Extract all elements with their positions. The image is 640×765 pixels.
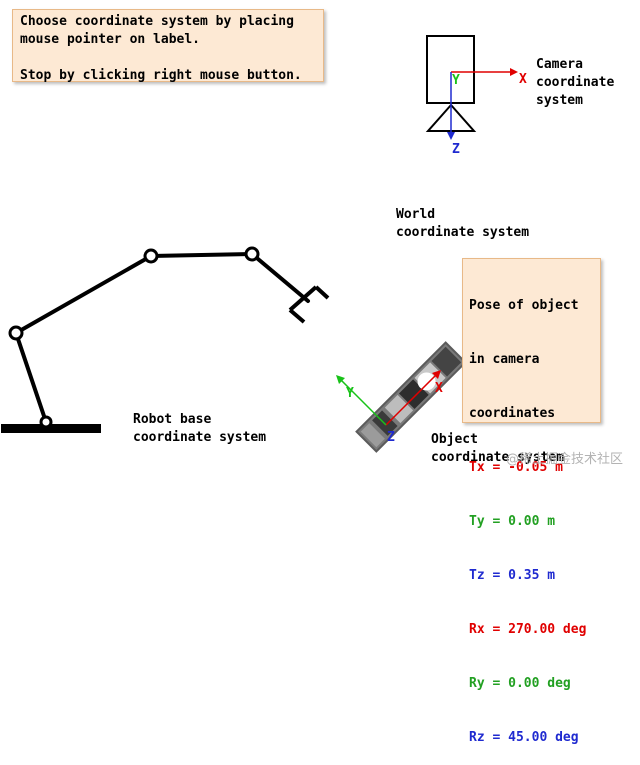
robot-arm: [14, 252, 310, 424]
camera-label-line-1: Camera: [536, 57, 583, 72]
pose-title-line-3: coordinates: [469, 406, 556, 421]
object-y-label: Y: [346, 386, 354, 401]
pose-rz: Rz = 45.00 deg: [469, 730, 579, 745]
pose-title-line-1: Pose of object: [469, 298, 579, 313]
camera-x-arrow: [510, 68, 518, 76]
object-coordinate-system-label[interactable]: Object coordinate system: [431, 431, 564, 467]
world-label-line-1: World: [396, 207, 436, 222]
robot-joints: [8, 246, 260, 429]
pose-tx: Tx = -0.05 m: [469, 460, 563, 475]
object-label-line-1: Object: [431, 432, 478, 447]
robot-base-coordinate-system-label[interactable]: Robot base coordinate system: [133, 411, 266, 447]
instruction-line-1: Choose coordinate system by placing: [20, 14, 294, 29]
camera-label-line-3: system: [536, 93, 583, 108]
instruction-line-4: Stop by clicking right mouse button.: [20, 68, 302, 83]
camera-coordinate-system-label[interactable]: Camera coordinate system: [536, 56, 614, 110]
world-label-line-2: coordinate system: [396, 225, 530, 240]
object-y-axis: [339, 378, 387, 426]
camera-y-label: Y: [452, 73, 460, 88]
pose-rx: Rx = 270.00 deg: [469, 622, 587, 637]
camera-x-label: X: [519, 72, 527, 87]
camera-z-arrow: [447, 132, 455, 140]
pose-ty: Ty = 0.00 m: [469, 514, 556, 529]
object-x-arrow: [432, 370, 441, 379]
watermark: @稀土掘金技术社区: [506, 452, 624, 467]
robot-base-label-line-2: coordinate system: [133, 430, 267, 445]
instruction-line-2: mouse pointer on label.: [20, 32, 201, 47]
robot-gripper: [288, 285, 330, 324]
pose-tz: Tz = 0.35 m: [469, 568, 556, 583]
object-z-label: Z: [387, 430, 395, 445]
world-coordinate-system-label[interactable]: World coordinate system: [396, 206, 529, 242]
pose-title-line-2: in camera: [469, 352, 540, 367]
camera-label-line-2: coordinate: [536, 75, 615, 90]
robot-base-label-line-1: Robot base: [133, 412, 212, 427]
robot-base-plate: [1, 424, 101, 433]
pose-panel: Pose of object in camera coordinates Tx …: [462, 258, 601, 745]
camera-z-label: Z: [452, 142, 460, 157]
object-y-arrow: [336, 375, 345, 384]
object-x-label: X: [435, 381, 443, 396]
object-x-axis: [385, 373, 438, 426]
scene-canvas: X Y Z X Y Z: [1, 35, 527, 453]
pose-ry: Ry = 0.00 deg: [469, 676, 571, 691]
instructions-box: Choose coordinate system by placing mouse…: [12, 9, 324, 83]
object-label-line-2: coordinate system: [431, 450, 565, 465]
